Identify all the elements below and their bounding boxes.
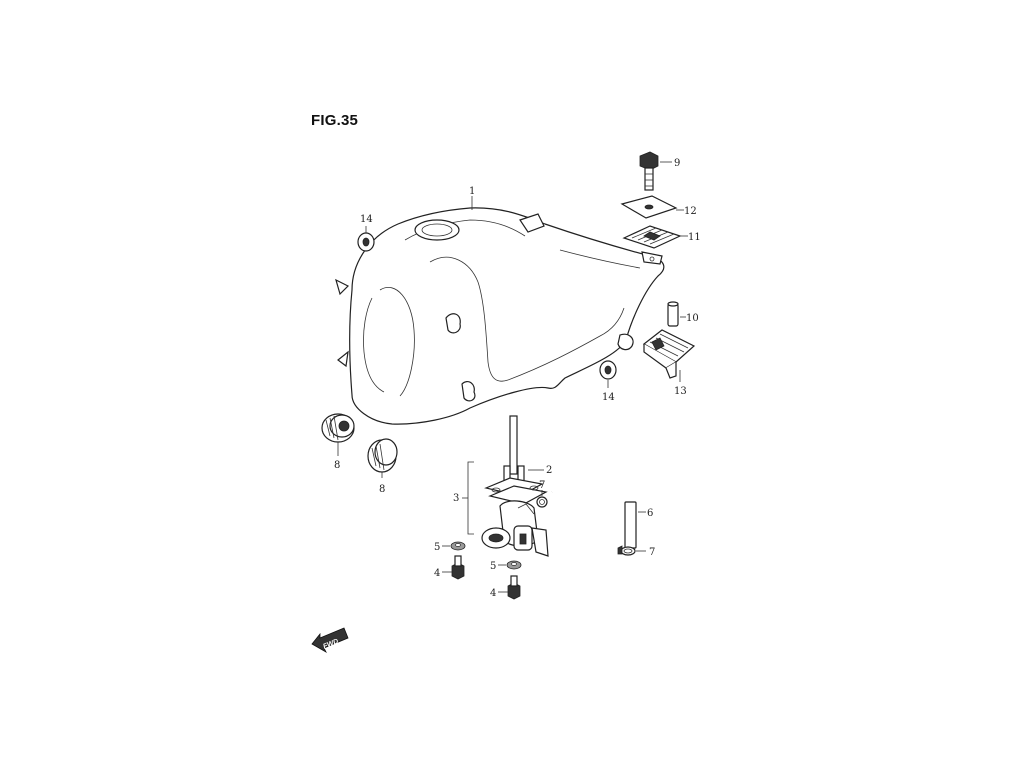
figure-title: FIG.35 [311,112,359,129]
callout-7-upper: 7 [539,480,545,491]
callout-4-center: 4 [490,588,496,599]
callout-14-left: 14 [360,214,373,225]
forward-arrow-icon: FWD [311,627,349,654]
callout-5-center: 5 [490,561,496,572]
bolt-left [442,555,465,580]
fuel-cock-assembly [462,415,549,557]
rubber-pad [622,225,688,249]
callout-14-right: 14 [602,392,615,403]
fuel-tank [335,196,665,425]
callout-10: 10 [686,313,699,324]
cushion [642,329,696,382]
washer-left [442,541,466,551]
callout-6: 6 [647,508,653,519]
bolt-center [498,575,521,600]
callout-7-lower: 7 [649,547,655,558]
bolt-top [639,151,672,191]
plate [620,195,684,219]
washer-center [498,560,522,570]
cap-left [321,413,355,456]
callout-8-right: 8 [379,484,385,495]
callout-12: 12 [684,206,697,217]
hose-clip-lower [617,545,646,556]
callout-4-left: 4 [434,568,440,579]
callout-11: 11 [688,232,701,243]
grommet-left [357,226,375,252]
hose-clip-upper [536,490,548,508]
collar [667,301,686,327]
callout-9: 9 [674,158,680,169]
callout-8-left: 8 [334,460,340,471]
callout-2: 2 [546,465,552,476]
cap-right [367,438,398,478]
callout-1: 1 [469,186,475,197]
fuel-hose [550,473,646,549]
callout-13: 13 [674,386,687,397]
callout-5-left: 5 [434,542,440,553]
grommet-right [599,360,617,388]
callout-3: 3 [453,493,459,504]
